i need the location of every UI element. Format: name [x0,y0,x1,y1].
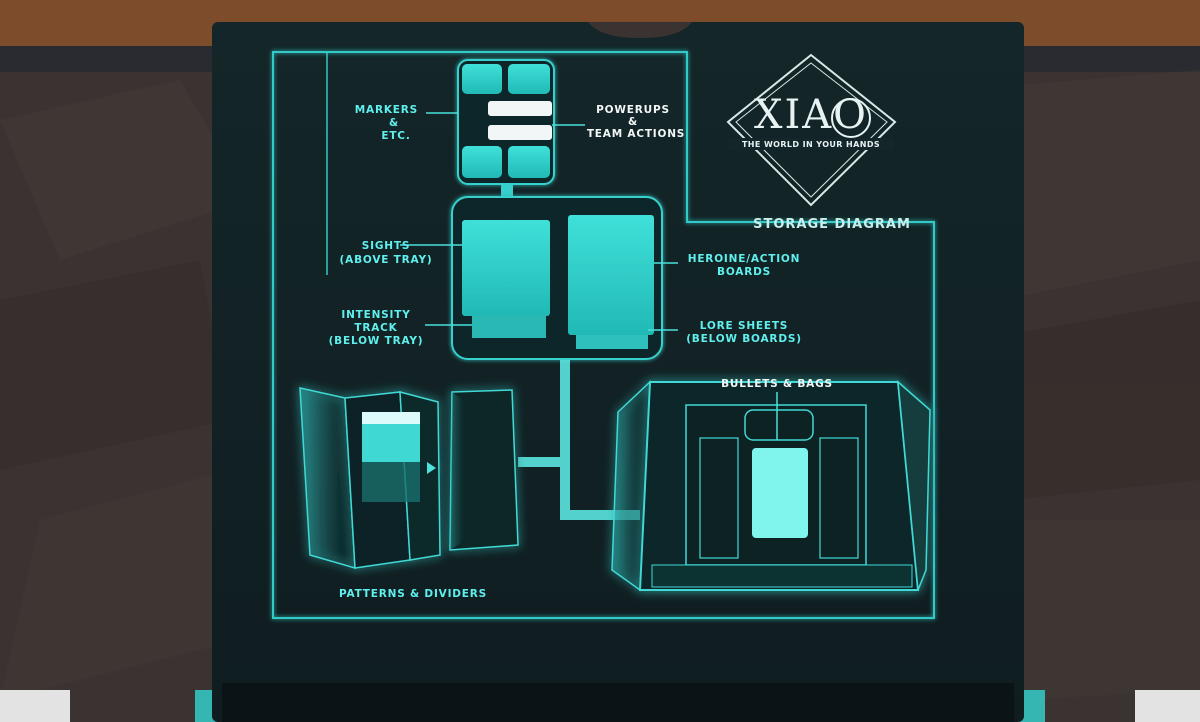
intensity-label-line3: (BELOW TRAY) [329,335,424,347]
powerups-label-line3: TEAM ACTIONS [587,128,685,140]
dividers-box [449,389,519,551]
powerups-label: POWERUPS & TEAM ACTIONS [587,104,685,140]
box-base-shadow [222,683,1014,722]
intensity-label-line1: INTENSITY [341,309,410,321]
lore-label: LORE SHEETS (BELOW BOARDS) [686,320,802,345]
powerups-label-line2: & [628,116,638,128]
markers-label-line2: & [389,117,399,129]
storage-diagram-title: STORAGE DIAGRAM [753,217,911,232]
powerups-label-line1: POWERUPS [596,104,670,116]
floor-pattern [0,70,1200,700]
sights-block [462,220,550,316]
markers-label: MARKERS & ETC. [355,104,418,142]
sights-label: SIGHTS (ABOVE TRAY) [340,240,433,266]
globe-icon [831,98,871,138]
tray-corner-right [1135,690,1200,722]
markers-label-line3: ETC. [381,130,410,142]
thumb-notch [588,22,692,38]
lore-label-line1: LORE SHEETS [700,320,788,332]
markers-tray [457,59,555,185]
intensity-track-block [472,316,546,338]
xiao-logo: XIAO THE WORLD IN YOUR HANDS [726,53,897,207]
intensity-label-line2: TRACK [354,322,397,334]
bullets-bags-label: BULLETS & BAGS [721,378,833,390]
powerup-card-2 [488,125,552,140]
heroine-label-line2: BOARDS [717,266,771,278]
heroine-label: HEROINE/ACTION BOARDS [688,253,801,278]
heroine-boards-block [568,215,654,335]
patterns-dividers-label: PATTERNS & DIVIDERS [339,588,487,600]
lore-sheets-block [576,335,648,349]
powerup-card-1 [488,101,552,116]
patterns-box-open [299,387,441,570]
diagram-frame [272,51,935,619]
markers-label-line1: MARKERS [355,104,418,116]
sights-label-line1: SIGHTS [362,240,410,252]
intensity-label: INTENSITY TRACK (BELOW TRAY) [329,309,424,347]
lore-label-line2: (BELOW BOARDS) [686,333,802,345]
heroine-label-line1: HEROINE/ACTION [688,253,801,265]
bullets-bags-box [611,380,931,592]
leader-lines [400,112,778,440]
logo-tagline: THE WORLD IN YOUR HANDS [742,140,880,149]
tray-corner-left [0,690,70,722]
main-tray [451,196,663,360]
sights-label-line2: (ABOVE TRAY) [340,254,433,266]
